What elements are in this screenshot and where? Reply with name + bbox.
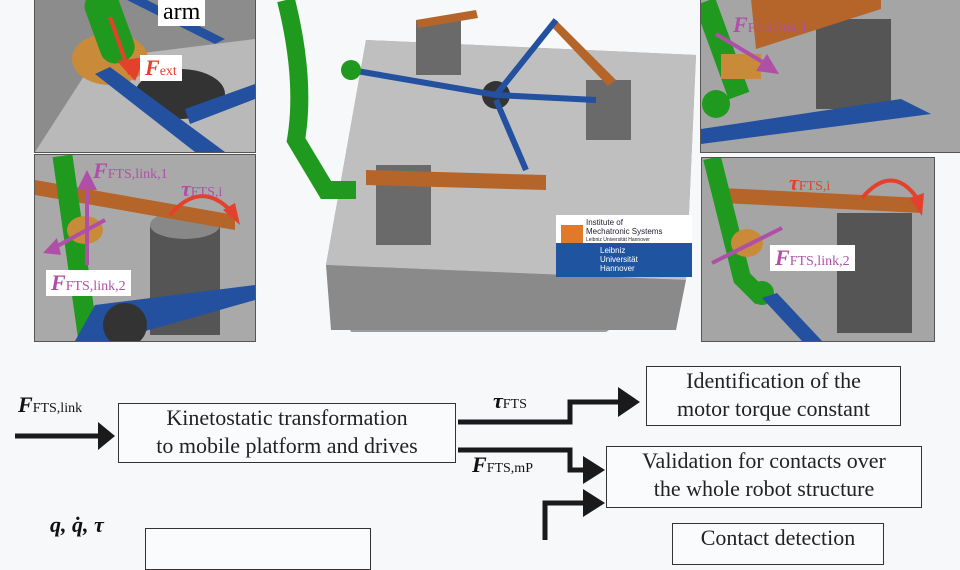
box-contact-detection: Contact detection — [672, 523, 884, 565]
tau-fts-label: τFTS — [493, 388, 527, 413]
box-bottom-left — [145, 528, 371, 570]
diagram-arrows — [15, 387, 640, 540]
tau-label-right: τFTS,i — [789, 170, 831, 195]
f-fts-mp-label: FFTS,mP — [472, 452, 533, 477]
center-robot-scene — [256, 0, 700, 332]
f-link1-label-right: FFTS,link,1 — [733, 12, 808, 37]
f-link2-label-right: FFTS,link,2 — [770, 245, 855, 271]
mid-left-photo — [34, 154, 256, 342]
tau-label-left: τFTS,i — [181, 176, 223, 201]
arm-label: arm — [158, 0, 206, 26]
input-q-qdot-tau: q, q̇, τ — [50, 512, 104, 537]
f-ext-label: Fext — [140, 55, 182, 81]
f-link2-label-left: FFTS,link,2 — [46, 270, 131, 296]
top-right-photo — [700, 0, 960, 153]
input-f-fts-link: FFTS,link — [18, 392, 83, 417]
f-link1-label-left: FFTS,link,1 — [93, 158, 168, 183]
